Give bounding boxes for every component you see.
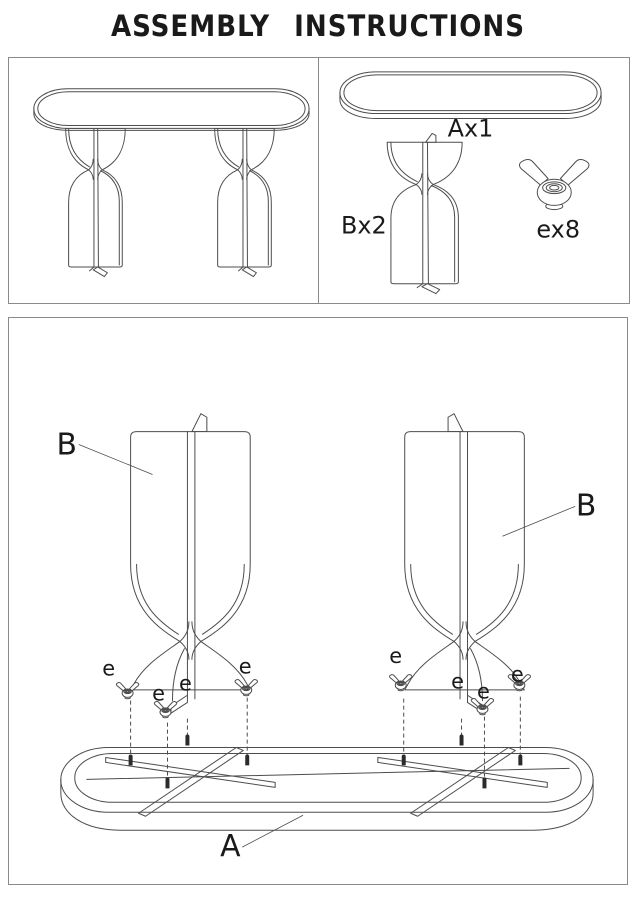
assembly-diagram-panel: B B A e e e e e e e e — [8, 317, 628, 885]
assembled-view-panel — [8, 57, 319, 304]
right-cross-slots — [378, 747, 547, 816]
callout-leg-left: B — [57, 428, 78, 463]
callout-wing-nut-1: e — [102, 657, 115, 681]
part-label-leg: Bx2 — [341, 212, 387, 240]
part-tabletop — [340, 72, 601, 119]
assembly-right-leg — [403, 412, 526, 715]
callout-wing-nut-8: e — [511, 663, 524, 687]
assembly-diagram-drawing: B B A e e e e e e e e — [57, 412, 597, 864]
callout-leader-lines — [79, 445, 575, 848]
page-title: ASSEMBLY INSTRUCTIONS — [110, 9, 526, 43]
callout-tabletop: A — [220, 829, 241, 864]
alignment-dashed-lines — [131, 697, 521, 778]
parts-drawing: Ax1 Bx2 ex8 — [319, 58, 629, 295]
part-label-wing-nut: ex8 — [536, 216, 580, 244]
assembled-right-leg — [214, 127, 275, 278]
assembled-left-leg — [65, 127, 126, 278]
part-leg — [386, 132, 463, 295]
callout-wing-nut-4: e — [239, 655, 252, 679]
callout-wing-nut-3: e — [179, 672, 192, 696]
assembly-tabletop — [61, 747, 593, 830]
parts-list-panel: Ax1 Bx2 ex8 — [319, 57, 630, 304]
callout-wing-nut-7: e — [477, 680, 490, 704]
assembled-table-drawing — [9, 58, 318, 278]
callout-wing-nut-6: e — [451, 670, 464, 694]
part-label-tabletop: Ax1 — [448, 114, 494, 142]
left-cross-slots — [106, 747, 275, 816]
top-panels-row: Ax1 Bx2 ex8 — [8, 57, 630, 304]
callout-wing-nut-2: e — [152, 682, 165, 706]
part-wing-nut — [518, 158, 590, 211]
assembly-left-leg — [129, 412, 252, 715]
assembled-tabletop — [34, 89, 309, 131]
callout-leg-right: B — [576, 488, 597, 523]
callout-wing-nut-5: e — [389, 644, 402, 668]
